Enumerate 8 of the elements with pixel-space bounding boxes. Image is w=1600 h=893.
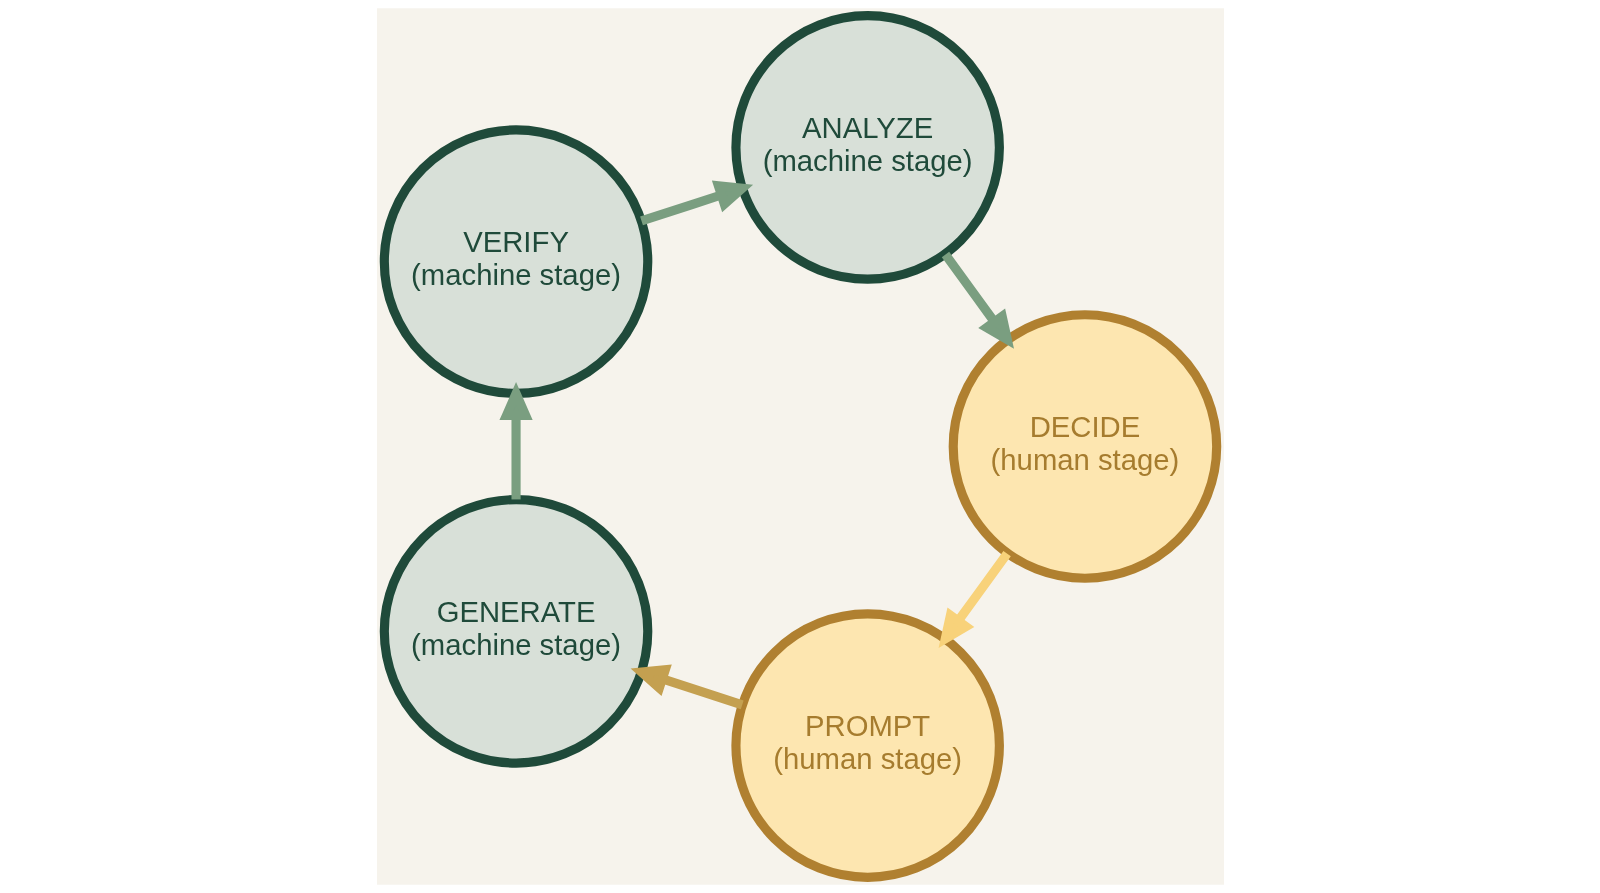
arrow — [639, 180, 753, 226]
node-circle: VERIFY (machine stage) — [379, 125, 652, 398]
arrow — [630, 664, 744, 710]
arrow — [498, 382, 533, 500]
node-circle: ANALYZE (machine stage) — [730, 11, 1004, 284]
arrow — [938, 550, 1011, 648]
arrow — [941, 251, 1014, 349]
node-circle: GENERATE (machine stage) — [379, 495, 652, 768]
